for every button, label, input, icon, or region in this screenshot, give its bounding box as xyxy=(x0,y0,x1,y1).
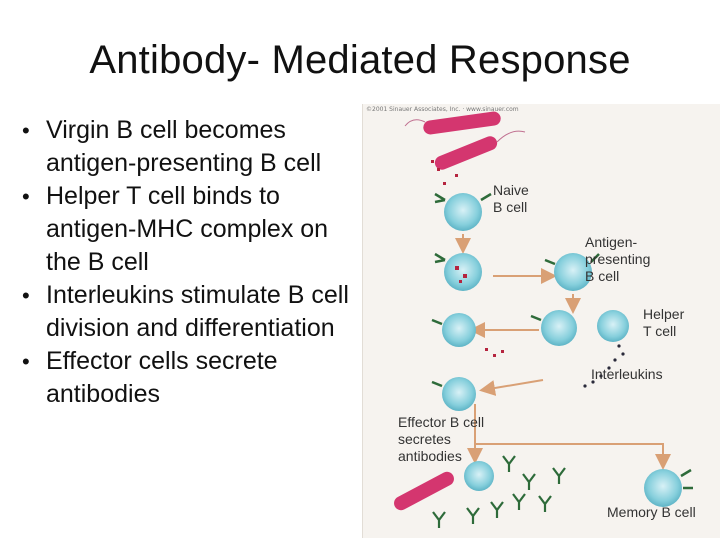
antigen-presenting-b-cell xyxy=(544,253,600,291)
bullet-text: Helper T cell binds to antigen-MHC compl… xyxy=(46,182,329,276)
copyright-text: ©2001 Sinauer Associates, Inc. · www.sin… xyxy=(366,106,519,113)
dividing-b-cell xyxy=(431,377,476,411)
bullet-text: Effector cells secrete antibodies xyxy=(46,347,278,408)
label-text: Effector B cell secretes antibodies xyxy=(398,414,485,464)
secreted-antibodies xyxy=(432,455,566,528)
label-text: Interleukins xyxy=(591,366,663,382)
bacterium-icon xyxy=(394,471,454,511)
slide-title: Antibody- Mediated Response xyxy=(89,38,631,82)
bullet-dot-icon: • xyxy=(22,118,30,143)
bullet-dot-icon: • xyxy=(22,283,30,308)
bullet-item: • Helper T cell binds to antigen-MHC comp… xyxy=(18,180,358,279)
bacterium-icon xyxy=(434,130,526,170)
label-memory-b-cell: Memory B cell xyxy=(607,504,696,521)
label-interleukins: Interleukins xyxy=(591,366,663,383)
dividing-b-cell xyxy=(431,313,476,347)
bullet-item: • Virgin B cell becomes antigen-presentin… xyxy=(18,114,358,180)
label-text: Naive B cell xyxy=(493,182,529,215)
antigen-uptake-cell xyxy=(434,252,482,291)
bullet-dot-icon: • xyxy=(22,184,30,209)
label-antigen-presenting-b-cell: Antigen- presenting B cell xyxy=(585,234,650,285)
label-naive-b-cell: Naive B cell xyxy=(493,182,529,216)
bullet-text: Interleukins stimulate B cell division a… xyxy=(46,281,349,342)
label-text: Helper T cell xyxy=(643,306,685,339)
immune-response-figure: ©2001 Sinauer Associates, Inc. · www.sin… xyxy=(362,104,720,538)
bullet-item: • Effector cells secrete antibodies xyxy=(18,345,358,411)
label-effector-b-cell: Effector B cell secretes antibodies xyxy=(398,414,484,465)
arrow-icon xyxy=(479,379,544,396)
bacterium-icon xyxy=(404,111,501,135)
interleukin-dots xyxy=(583,344,625,388)
label-helper-t-cell: Helper T cell xyxy=(643,306,684,340)
bullet-dot-icon: • xyxy=(22,349,30,374)
b-cell-with-helper-t-cell xyxy=(530,310,629,346)
bullet-list: • Virgin B cell becomes antigen-presentin… xyxy=(18,114,358,411)
figure-illustration xyxy=(394,111,693,528)
naive-b-cell xyxy=(434,192,492,231)
label-text: Antigen- presenting B cell xyxy=(585,234,651,284)
label-text: Memory B cell xyxy=(607,504,696,520)
bullet-text: Virgin B cell becomes antigen-presenting… xyxy=(46,116,322,177)
effector-b-cell xyxy=(464,461,494,491)
bullet-item: • Interleukins stimulate B cell division … xyxy=(18,279,358,345)
memory-b-cell xyxy=(644,468,693,507)
antigen-fragments xyxy=(431,160,504,357)
arrow-icon xyxy=(474,404,671,470)
